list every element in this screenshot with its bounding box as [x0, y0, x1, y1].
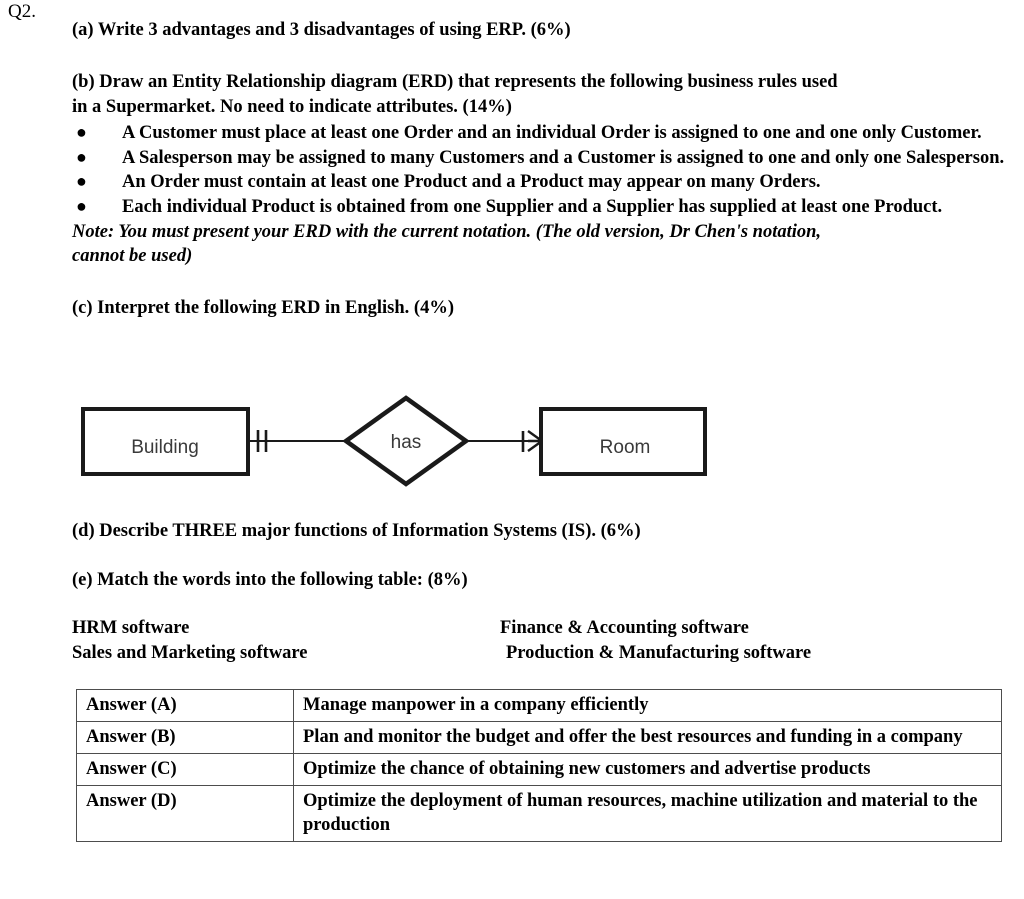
- answer-value-cell: Plan and monitor the budget and offer th…: [293, 721, 1002, 755]
- part-d-block: (d) Describe THREE major functions of In…: [72, 519, 1012, 543]
- erd-entity-building-box: [81, 407, 250, 476]
- word-bank-item: Finance & Accounting software: [500, 618, 749, 638]
- erd-relationship-label: has: [391, 432, 422, 453]
- part-b-text-line2: in a Supermarket. No need to indicate at…: [72, 96, 512, 117]
- bullet-icon: ●: [76, 196, 87, 216]
- part-d-text: (d) Describe THREE major functions of In…: [72, 521, 641, 541]
- list-item-text: A Customer must place at least one Order…: [122, 123, 982, 144]
- erd-relationship-diamond: [342, 395, 470, 487]
- note-text-line2: cannot be used): [72, 246, 193, 266]
- note-text-line1: Note: You must present your ERD with the…: [72, 221, 822, 242]
- erd-entity-room-label: Room: [600, 437, 651, 458]
- list-item-text: Each individual Product is obtained from…: [122, 197, 943, 217]
- bullet-icon: ●: [76, 171, 87, 192]
- part-b-text-line1: (b) Draw an Entity Relationship diagram …: [72, 72, 838, 93]
- answer-value-cell: Optimize the deployment of human resourc…: [293, 785, 1002, 843]
- word-bank-item: Production & Manufacturing software: [506, 642, 812, 663]
- word-bank-item: HRM software: [72, 618, 190, 638]
- answer-value-cell: Manage manpower in a company efficiently: [293, 688, 1002, 723]
- answer-table: Answer (A) Manage manpower in a company …: [76, 688, 1002, 843]
- answer-key-cell: Answer (C): [76, 753, 294, 787]
- table-row: Answer (A) Manage manpower in a company …: [76, 688, 1002, 723]
- answer-value-cell: Optimize the chance of obtaining new cus…: [293, 753, 1002, 787]
- table-row: Answer (D) Optimize the deployment of hu…: [76, 785, 1002, 843]
- list-item: ● A Salesperson may be assigned to many …: [72, 146, 1012, 171]
- spacer: [72, 42, 1012, 70]
- word-bank: HRM software Finance & Accounting softwa…: [72, 616, 1012, 665]
- table-row: Answer (C) Optimize the chance of obtain…: [76, 753, 1002, 787]
- answer-key-cell: Answer (A): [76, 688, 294, 723]
- erd-entity-room-box: [539, 407, 707, 476]
- erd-diagram: Building has Room: [76, 393, 716, 493]
- list-item: ● A Customer must place at least one Ord…: [72, 121, 1012, 146]
- list-item: ● Each individual Product is obtained fr…: [72, 195, 1012, 220]
- question-body: (a) Write 3 advantages and 3 disadvantag…: [72, 18, 1012, 321]
- part-e-text: (e) Match the words into the following t…: [72, 570, 468, 590]
- list-item-text: An Order must contain at least one Produ…: [122, 172, 821, 193]
- part-e-block: (e) Match the words into the following t…: [72, 568, 1012, 592]
- business-rules-list: ● A Customer must place at least one Ord…: [72, 121, 1012, 219]
- answer-key-cell: Answer (B): [76, 721, 294, 755]
- bullet-icon: ●: [76, 146, 87, 167]
- erd-entity-building-label: Building: [131, 437, 199, 458]
- list-item-text: A Salesperson may be assigned to many Cu…: [122, 147, 1005, 168]
- part-a-text: (a) Write 3 advantages and 3 disadvantag…: [72, 20, 571, 40]
- table-row: Answer (B) Plan and monitor the budget a…: [76, 721, 1002, 755]
- word-bank-row: Sales and Marketing software Production …: [72, 641, 1012, 666]
- spacer: [72, 268, 1012, 296]
- list-item: ● An Order must contain at least one Pro…: [72, 170, 1012, 195]
- question-number: Q2.: [8, 1, 36, 22]
- bullet-icon: ●: [76, 122, 87, 143]
- part-c-text: (c) Interpret the following ERD in Engli…: [72, 298, 454, 319]
- answer-key-cell: Answer (D): [76, 785, 294, 843]
- word-bank-row: HRM software Finance & Accounting softwa…: [72, 616, 1012, 641]
- word-bank-item: Sales and Marketing software: [72, 642, 308, 663]
